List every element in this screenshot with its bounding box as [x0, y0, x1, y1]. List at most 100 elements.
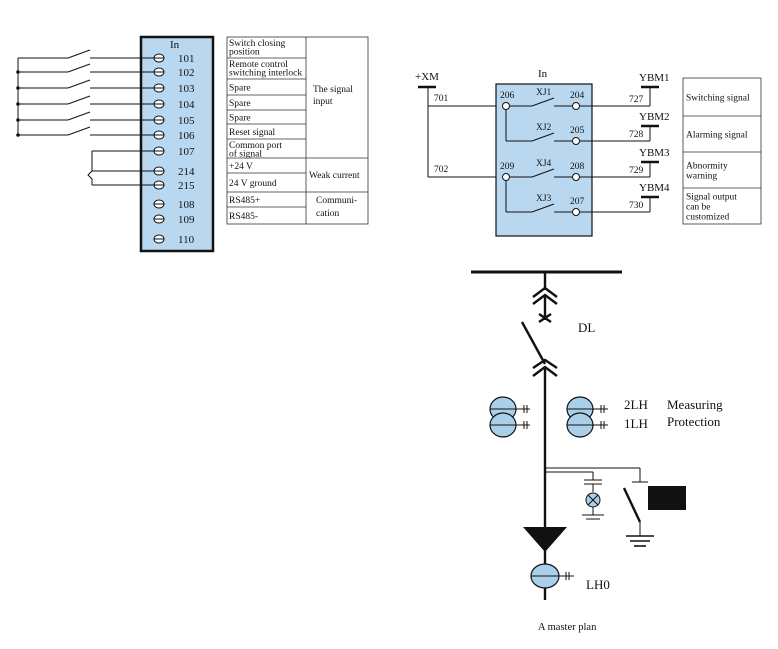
left-panel-header: In [170, 39, 180, 51]
relay-xj1: 206 XJ1 204 YBM1 727 [500, 72, 670, 110]
relay-wire-number: 730 [629, 201, 644, 211]
breaker-dl [520, 321, 547, 365]
terminal-number: 102 [178, 67, 195, 79]
signal-row-text: Switch closing [229, 39, 285, 49]
input-switch-network [16, 49, 158, 186]
relay-name: XJ4 [536, 159, 552, 169]
output-signal-text: customized [686, 213, 730, 223]
left-terminal-block [139, 35, 215, 253]
terminal-107: 107 [153, 146, 195, 158]
terminal-number: 106 [178, 130, 195, 142]
relay-wire-number: 728 [629, 130, 644, 140]
supply-label: +XM [415, 71, 439, 83]
terminal-110: 110 [153, 234, 195, 246]
cable-termination [523, 527, 567, 552]
output-signal-text: Switching signal [686, 94, 750, 104]
lower-isolator [532, 358, 558, 377]
relay-in-terminal: 209 [500, 162, 515, 172]
relay-out-terminal: 204 [570, 91, 585, 101]
relay-xj2: XJ2 205 YBM2 728 [505, 109, 670, 145]
relay-wire-number: 729 [629, 166, 644, 176]
terminal-102: 102 [153, 67, 195, 79]
terminal-number: 215 [178, 180, 195, 192]
relay-wire-number: 727 [629, 95, 644, 105]
signal-row-text: Common port [229, 141, 282, 151]
right-panel-header: In [538, 68, 548, 80]
signal-row-text: Remote control [229, 60, 288, 70]
ct-group-left [489, 396, 530, 438]
relay-xj4: 209 XJ4 208 YBM3 729 [500, 147, 670, 181]
ybm-label: YBM2 [639, 111, 670, 123]
relay-out-terminal: 208 [570, 162, 585, 172]
wire-702: 702 [434, 165, 449, 175]
ybm-label: YBM3 [639, 147, 670, 159]
relay-name: XJ1 [536, 88, 552, 98]
terminal-number: 110 [178, 234, 195, 246]
terminal-icon [572, 208, 580, 216]
relay-xj3: XJ3 207 YBM4 730 [505, 180, 670, 216]
relay-in-terminal: 206 [500, 91, 515, 101]
left-terminal-list: 101 102 103 104 105 106 107 214 215 108 109 110 [153, 53, 195, 246]
output-signal-text: Alarming signal [686, 131, 748, 141]
group-communication-line1: Communi- [316, 196, 357, 206]
relay-contact [531, 203, 555, 213]
output-signal-text: can be [686, 203, 711, 213]
output-signal-text: Signal output [686, 193, 737, 203]
operating-mechanism [648, 486, 686, 510]
ct-2lh-label: 2LH [624, 397, 648, 412]
terminal-number: 103 [178, 83, 195, 95]
master-plan-diagram: DL 2LH 1LH [471, 270, 723, 633]
terminal-number: 108 [178, 199, 195, 211]
ct-1lh-label: 1LH [624, 416, 648, 431]
relay-contact [531, 132, 555, 142]
group-signal-input-line1: The signal [313, 85, 353, 95]
signal-row-text: position [229, 48, 260, 58]
group-signal-input-line2: input [313, 97, 333, 107]
relay-name: XJ2 [536, 123, 552, 133]
wire-701: 701 [434, 94, 449, 104]
relay-contact [531, 97, 555, 107]
ybm-label: YBM1 [639, 72, 670, 84]
terminal-number: 101 [178, 53, 195, 65]
signal-row-text: switching interlock [229, 69, 302, 79]
ct-lh0-label: LH0 [586, 577, 610, 592]
terminal-icon [572, 173, 580, 181]
signal-row-text: RS485+ [229, 196, 260, 206]
ct-protection-label: Protection [667, 414, 721, 429]
terminal-109: 109 [153, 214, 195, 226]
terminal-214: 214 [153, 166, 195, 178]
output-signal-text: warning [686, 172, 717, 182]
terminal-icon [502, 173, 510, 181]
ct-group-right [566, 396, 608, 438]
terminal-number: 104 [178, 99, 195, 111]
master-plan-caption: A master plan [538, 622, 597, 633]
terminal-icon [502, 102, 510, 110]
signal-row-text: Spare [229, 84, 251, 94]
signal-row-text: RS485- [229, 212, 258, 222]
relay-out-terminal: 207 [570, 197, 585, 207]
relay-name: XJ3 [536, 194, 552, 204]
terminal-number: 107 [178, 146, 195, 158]
group-weak-current: Weak current [309, 171, 360, 181]
terminal-103: 103 [153, 83, 195, 95]
terminal-101: 101 [153, 53, 195, 65]
ct-measuring-label: Measuring [667, 397, 723, 412]
relay-out-terminal: 205 [570, 126, 585, 136]
relay-contact [531, 168, 555, 178]
group-communication-line2: cation [316, 209, 339, 219]
signal-row-text: +24 V [229, 162, 253, 172]
breaker-label: DL [578, 320, 595, 335]
terminal-215: 215 [153, 180, 195, 192]
ybm-label: YBM4 [639, 182, 670, 194]
earthing-switch [622, 487, 642, 523]
terminal-108: 108 [153, 199, 195, 211]
terminal-number: 109 [178, 214, 195, 226]
terminal-icon [572, 137, 580, 145]
terminal-icon [572, 102, 580, 110]
terminal-number: 105 [178, 115, 195, 127]
